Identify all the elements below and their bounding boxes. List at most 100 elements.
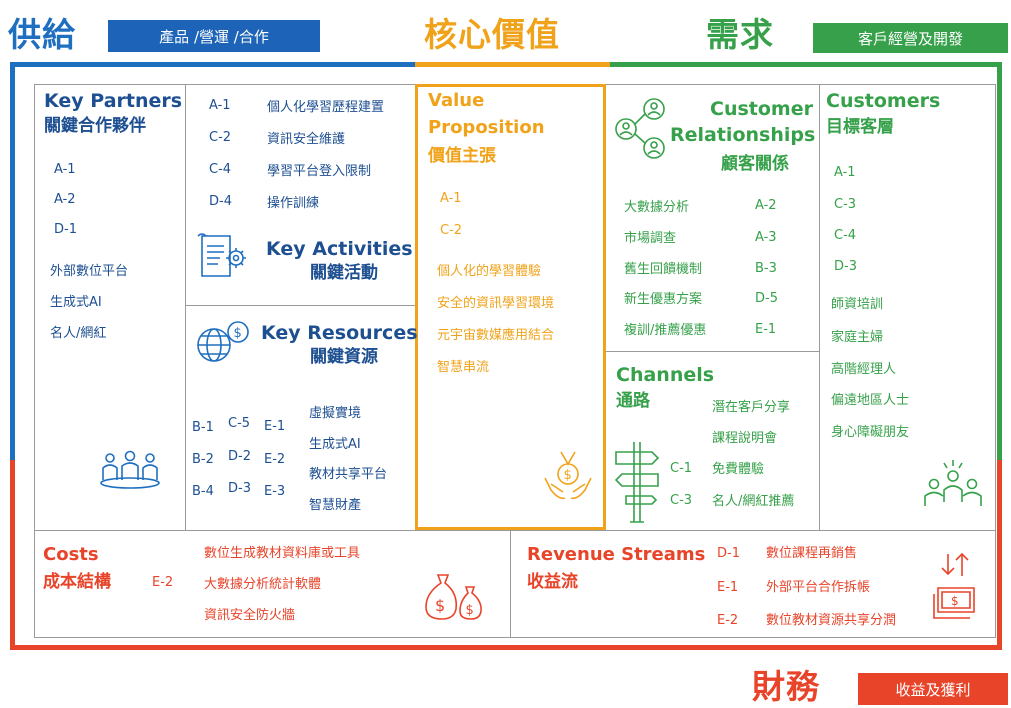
channels-title-en: Channels <box>616 364 715 386</box>
audience-icon <box>922 458 984 514</box>
key-partners-item: 生成式AI <box>50 295 102 310</box>
revenue-code: D-1 <box>717 546 740 561</box>
frame-right-green <box>997 62 1002 460</box>
channels-code: C-1 <box>670 461 693 476</box>
value-item: 元宇宙數媒應用結合 <box>437 328 555 343</box>
customer-relationships-title-en-1: Customer <box>710 98 813 120</box>
revenue-item: 外部平台合作拆帳 <box>766 580 871 595</box>
customer-relationships-item: 新生優惠方案 <box>624 292 703 307</box>
key-resources-code: D-2 <box>228 449 251 464</box>
customer-relationships-item: 市場調查 <box>624 231 677 246</box>
value-title: 核心價值 <box>424 15 560 54</box>
key-activities-item: 資訊安全維護 <box>267 132 346 147</box>
frame-right-red <box>997 460 1002 650</box>
key-activities-item: 個人化學習歷程建置 <box>267 100 385 115</box>
key-partners-item: 名人/網紅 <box>50 326 107 341</box>
key-activities-item: 操作訓練 <box>267 196 320 211</box>
customers-code: A-1 <box>834 165 856 180</box>
value-code: A-1 <box>440 191 462 206</box>
key-partners-item: 外部數位平台 <box>50 264 129 279</box>
costs-title-en: Costs <box>43 544 99 565</box>
value-item: 安全的資訊學習環境 <box>437 296 555 311</box>
revenue-cell <box>510 530 996 638</box>
customers-item: 家庭主婦 <box>831 330 884 345</box>
customer-relationships-code: B-3 <box>755 261 777 276</box>
key-partners-title-zh: 關鍵合作夥伴 <box>44 116 146 136</box>
frame-top-orange <box>415 62 610 67</box>
value-proposition-cell <box>415 84 606 530</box>
customers-code: C-4 <box>834 228 857 243</box>
key-resources-item: 虛擬實境 <box>309 406 362 421</box>
key-resources-code: C-5 <box>228 416 251 431</box>
key-partners-code: A-2 <box>54 192 76 207</box>
key-resources-code: B-4 <box>192 484 214 499</box>
revenue-title-zh: 收益流 <box>527 572 578 592</box>
channels-item: 潛在客戶分享 <box>712 400 791 415</box>
channels-item: 名人/網紅推薦 <box>712 494 795 509</box>
key-activities-title-zh: 關鍵活動 <box>310 263 378 283</box>
document-gear-icon <box>196 232 252 284</box>
value-item: 個人化的學習體驗 <box>437 264 542 279</box>
customer-relationships-title-zh: 顧客關係 <box>721 154 789 174</box>
key-resources-item: 生成式AI <box>309 437 361 452</box>
revenue-item: 數位教材資源共享分潤 <box>766 613 897 628</box>
key-resources-code: D-3 <box>228 481 251 496</box>
key-resources-title-zh: 關鍵資源 <box>310 347 378 367</box>
revenue-item: 數位課程再銷售 <box>766 546 858 561</box>
customer-relationships-title-en-2: Relationships <box>670 124 816 146</box>
cash-arrows-icon: $ <box>930 550 980 630</box>
svg-text:$: $ <box>435 596 445 615</box>
value-title-zh: 價值主張 <box>428 146 496 166</box>
key-resources-title-en: Key Resources <box>261 322 418 344</box>
customer-relationships-code: A-3 <box>755 230 777 245</box>
key-activities-item: 學習平台登入限制 <box>267 164 372 179</box>
supply-title: 供給 <box>8 15 76 54</box>
customers-item: 師資培訓 <box>831 297 884 312</box>
costs-code: E-2 <box>152 575 174 590</box>
channels-title-zh: 通路 <box>616 391 650 411</box>
customers-code: C-3 <box>834 197 857 212</box>
customers-item: 身心障礙朋友 <box>831 425 910 440</box>
supply-tag: 產品 /營運 /合作 <box>108 20 320 52</box>
channels-item: 課程說明會 <box>712 431 778 446</box>
key-partners-code: A-1 <box>54 162 76 177</box>
customer-relationships-code: A-2 <box>755 198 777 213</box>
value-title-en-1: Value <box>428 90 485 111</box>
svg-text:$: $ <box>466 603 474 618</box>
costs-item: 數位生成教材資料庫或工具 <box>204 546 361 561</box>
key-resources-code: B-1 <box>192 420 214 435</box>
demand-title: 需求 <box>706 15 774 54</box>
frame-top-green <box>610 62 1002 67</box>
key-resources-code: E-3 <box>264 484 286 499</box>
finance-title: 財務 <box>752 667 820 706</box>
finance-tag: 收益及獲利 <box>858 673 1008 705</box>
revenue-code: E-2 <box>717 613 739 628</box>
frame-bottom-red <box>10 645 1002 650</box>
value-title-en-2: Proposition <box>428 117 545 138</box>
customer-relationships-code: E-1 <box>755 322 777 337</box>
key-partners-title-en: Key Partners <box>44 90 183 112</box>
customers-item: 高階經理人 <box>831 362 897 377</box>
money-bags-icon: $ $ <box>420 567 490 627</box>
frame-top-blue <box>10 62 415 67</box>
costs-item: 資訊安全防火牆 <box>204 608 296 623</box>
globe-dollar-icon: $ <box>194 318 256 368</box>
frame-left-red <box>10 460 15 650</box>
key-partners-code: D-1 <box>54 222 77 237</box>
key-resources-code: E-2 <box>264 452 286 467</box>
customers-code: D-3 <box>834 259 857 274</box>
channels-item: 免費體驗 <box>712 462 765 477</box>
key-activities-code: A-1 <box>209 98 231 113</box>
svg-text:$: $ <box>564 468 572 483</box>
key-resources-item: 智慧財產 <box>309 498 362 513</box>
network-people-icon <box>614 96 674 162</box>
customer-relationships-item: 舊生回饋機制 <box>624 262 703 277</box>
svg-text:$: $ <box>234 326 242 341</box>
key-activities-title-en: Key Activities <box>266 238 413 260</box>
key-resources-code: E-1 <box>264 419 286 434</box>
value-item: 智慧串流 <box>437 360 490 375</box>
revenue-code: E-1 <box>717 580 739 595</box>
key-activities-code: C-4 <box>209 162 232 177</box>
revenue-title-en: Revenue Streams <box>527 544 706 565</box>
key-activities-code: C-2 <box>209 130 232 145</box>
